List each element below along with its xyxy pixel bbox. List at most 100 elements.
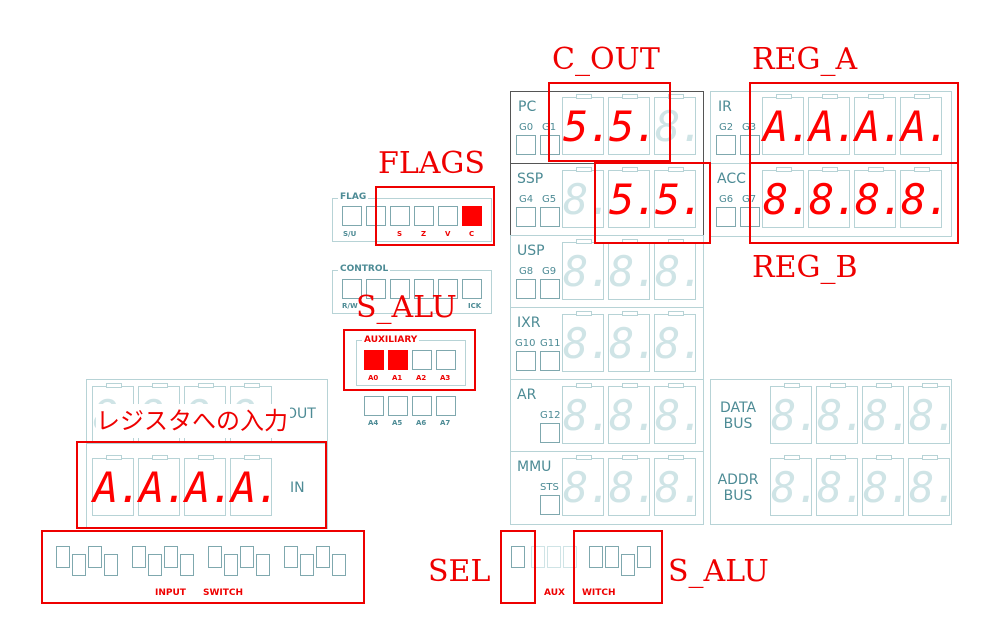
data-bus-digit-0: 8. xyxy=(770,383,821,444)
reg-input-annotation: レジスタへの入力 xyxy=(96,404,290,438)
s-alu-frame-bottom xyxy=(573,530,663,604)
usp-group-0-button[interactable] xyxy=(516,279,536,299)
addr-bus-digit-3: 8. xyxy=(908,455,959,516)
flag-label-c: C xyxy=(469,230,475,238)
sel-switch[interactable] xyxy=(511,546,525,568)
aux-led-a5[interactable] xyxy=(388,396,408,416)
aux-label-a4: A4 xyxy=(368,419,379,427)
flag-label-v: V xyxy=(445,230,451,238)
ar-group-0-button[interactable] xyxy=(540,423,560,443)
control-led-rw[interactable] xyxy=(342,279,362,299)
flag-group-title: FLAG xyxy=(338,192,369,202)
control-led-clk[interactable] xyxy=(462,279,482,299)
aux-led-a6[interactable] xyxy=(412,396,432,416)
control-led-3[interactable] xyxy=(414,279,434,299)
input-switch-8[interactable] xyxy=(208,546,222,568)
usp-group-1-button[interactable] xyxy=(540,279,560,299)
input-switch-14[interactable] xyxy=(316,546,330,568)
ixr-group-0-label: G10 xyxy=(515,338,536,349)
input-switch-4[interactable] xyxy=(132,546,146,568)
data-bus-label-line1: DATA xyxy=(719,400,757,416)
control-led-2[interactable] xyxy=(390,279,410,299)
mmu-sts-label: STS xyxy=(540,482,559,493)
mmu-digit-1: 8. xyxy=(608,455,659,516)
ir-label: IR xyxy=(718,99,732,115)
addr-bus-label: ADDR BUS xyxy=(714,472,762,504)
control-led-4[interactable] xyxy=(438,279,458,299)
input-switch-15[interactable] xyxy=(332,554,346,576)
input-switch-5[interactable] xyxy=(148,554,162,576)
alu-switch-3[interactable] xyxy=(637,546,651,568)
input-switch-7[interactable] xyxy=(180,554,194,576)
aux-led-a7[interactable] xyxy=(436,396,456,416)
aux-led-a3[interactable] xyxy=(436,350,456,370)
addr-bus-digit-0: 8. xyxy=(770,455,821,516)
pc-digit-2: 8. xyxy=(654,94,705,155)
flag-group xyxy=(332,198,492,242)
mmu-sts-button[interactable] xyxy=(540,495,560,515)
input-switch-label-2: SWITCH xyxy=(203,588,244,598)
flag-led-z[interactable] xyxy=(414,206,434,226)
mmu-digit-2: 8. xyxy=(654,455,705,516)
input-switch-3[interactable] xyxy=(104,554,118,576)
ssp-group-1-label: G5 xyxy=(542,194,557,205)
input-switch-12[interactable] xyxy=(284,546,298,568)
ssp-group-1-button[interactable] xyxy=(540,207,560,227)
alu-switch-1[interactable] xyxy=(605,546,619,568)
ir-group-0-button[interactable] xyxy=(716,135,736,155)
pc-group-1-button[interactable] xyxy=(540,135,560,155)
reg-input-frame xyxy=(76,441,327,529)
ssp-group-0-button[interactable] xyxy=(516,207,536,227)
ixr-group-0-button[interactable] xyxy=(516,351,536,371)
pc-group-0-button[interactable] xyxy=(516,135,536,155)
aux-led-a2[interactable] xyxy=(412,350,432,370)
aux-switch-label-1: AUX xyxy=(544,588,565,598)
c-out-frame-lower xyxy=(594,162,711,244)
flag-led-su[interactable] xyxy=(342,206,362,226)
flag-led-s[interactable] xyxy=(390,206,410,226)
ixr-digit-0: 8. xyxy=(562,311,613,372)
input-switch-frame xyxy=(41,530,365,604)
addr-bus-label-line1: ADDR xyxy=(717,472,759,488)
input-switch-13[interactable] xyxy=(300,554,314,576)
usp-label: USP xyxy=(517,243,545,259)
input-switch-10[interactable] xyxy=(240,546,254,568)
input-switch-9[interactable] xyxy=(224,554,238,576)
ixr-label: IXR xyxy=(517,315,541,331)
mmu-label: MMU xyxy=(517,459,552,475)
usp-digit-0: 8. xyxy=(562,239,613,300)
input-switch-2[interactable] xyxy=(88,546,102,568)
flag-led-v[interactable] xyxy=(438,206,458,226)
input-switch-11[interactable] xyxy=(256,554,270,576)
ar-digit-0: 8. xyxy=(562,383,613,444)
mmu-digit-0: 8. xyxy=(562,455,613,516)
alu-switch-2[interactable] xyxy=(621,554,635,576)
usp-digit-2: 8. xyxy=(654,239,705,300)
ixr-digit-1: 8. xyxy=(608,311,659,372)
input-switch-label-1: INPUT xyxy=(155,588,186,598)
aux-led-a0[interactable] xyxy=(364,350,384,370)
input-switch-1[interactable] xyxy=(72,554,86,576)
aux-switch-label-2: WITCH xyxy=(582,588,616,598)
aux-led-a4[interactable] xyxy=(364,396,384,416)
aux-label-a0: A0 xyxy=(368,374,379,382)
alu-switch-0[interactable] xyxy=(589,546,603,568)
ixr-group-1-button[interactable] xyxy=(540,351,560,371)
control-led-1[interactable] xyxy=(366,279,386,299)
aux-label-a3: A3 xyxy=(440,374,451,382)
aux-led-a1[interactable] xyxy=(388,350,408,370)
aux-switch-2[interactable] xyxy=(547,546,561,568)
addr-bus-digit-2: 8. xyxy=(862,455,913,516)
input-switch-6[interactable] xyxy=(164,546,178,568)
reg-a-frame xyxy=(749,82,959,164)
reg-b-frame xyxy=(749,162,959,244)
acc-group-0-label: G6 xyxy=(719,194,734,205)
ir-digit-2: A. xyxy=(854,94,905,155)
flag-led-c[interactable] xyxy=(462,206,482,226)
acc-group-0-button[interactable] xyxy=(716,207,736,227)
control-label-clk: ICK xyxy=(468,302,482,310)
s-alu-annotation-top: S_ALU xyxy=(356,290,457,325)
ar-label: AR xyxy=(517,387,537,403)
addr-bus-label-line2: BUS xyxy=(723,488,753,504)
input-switch-0[interactable] xyxy=(56,546,70,568)
